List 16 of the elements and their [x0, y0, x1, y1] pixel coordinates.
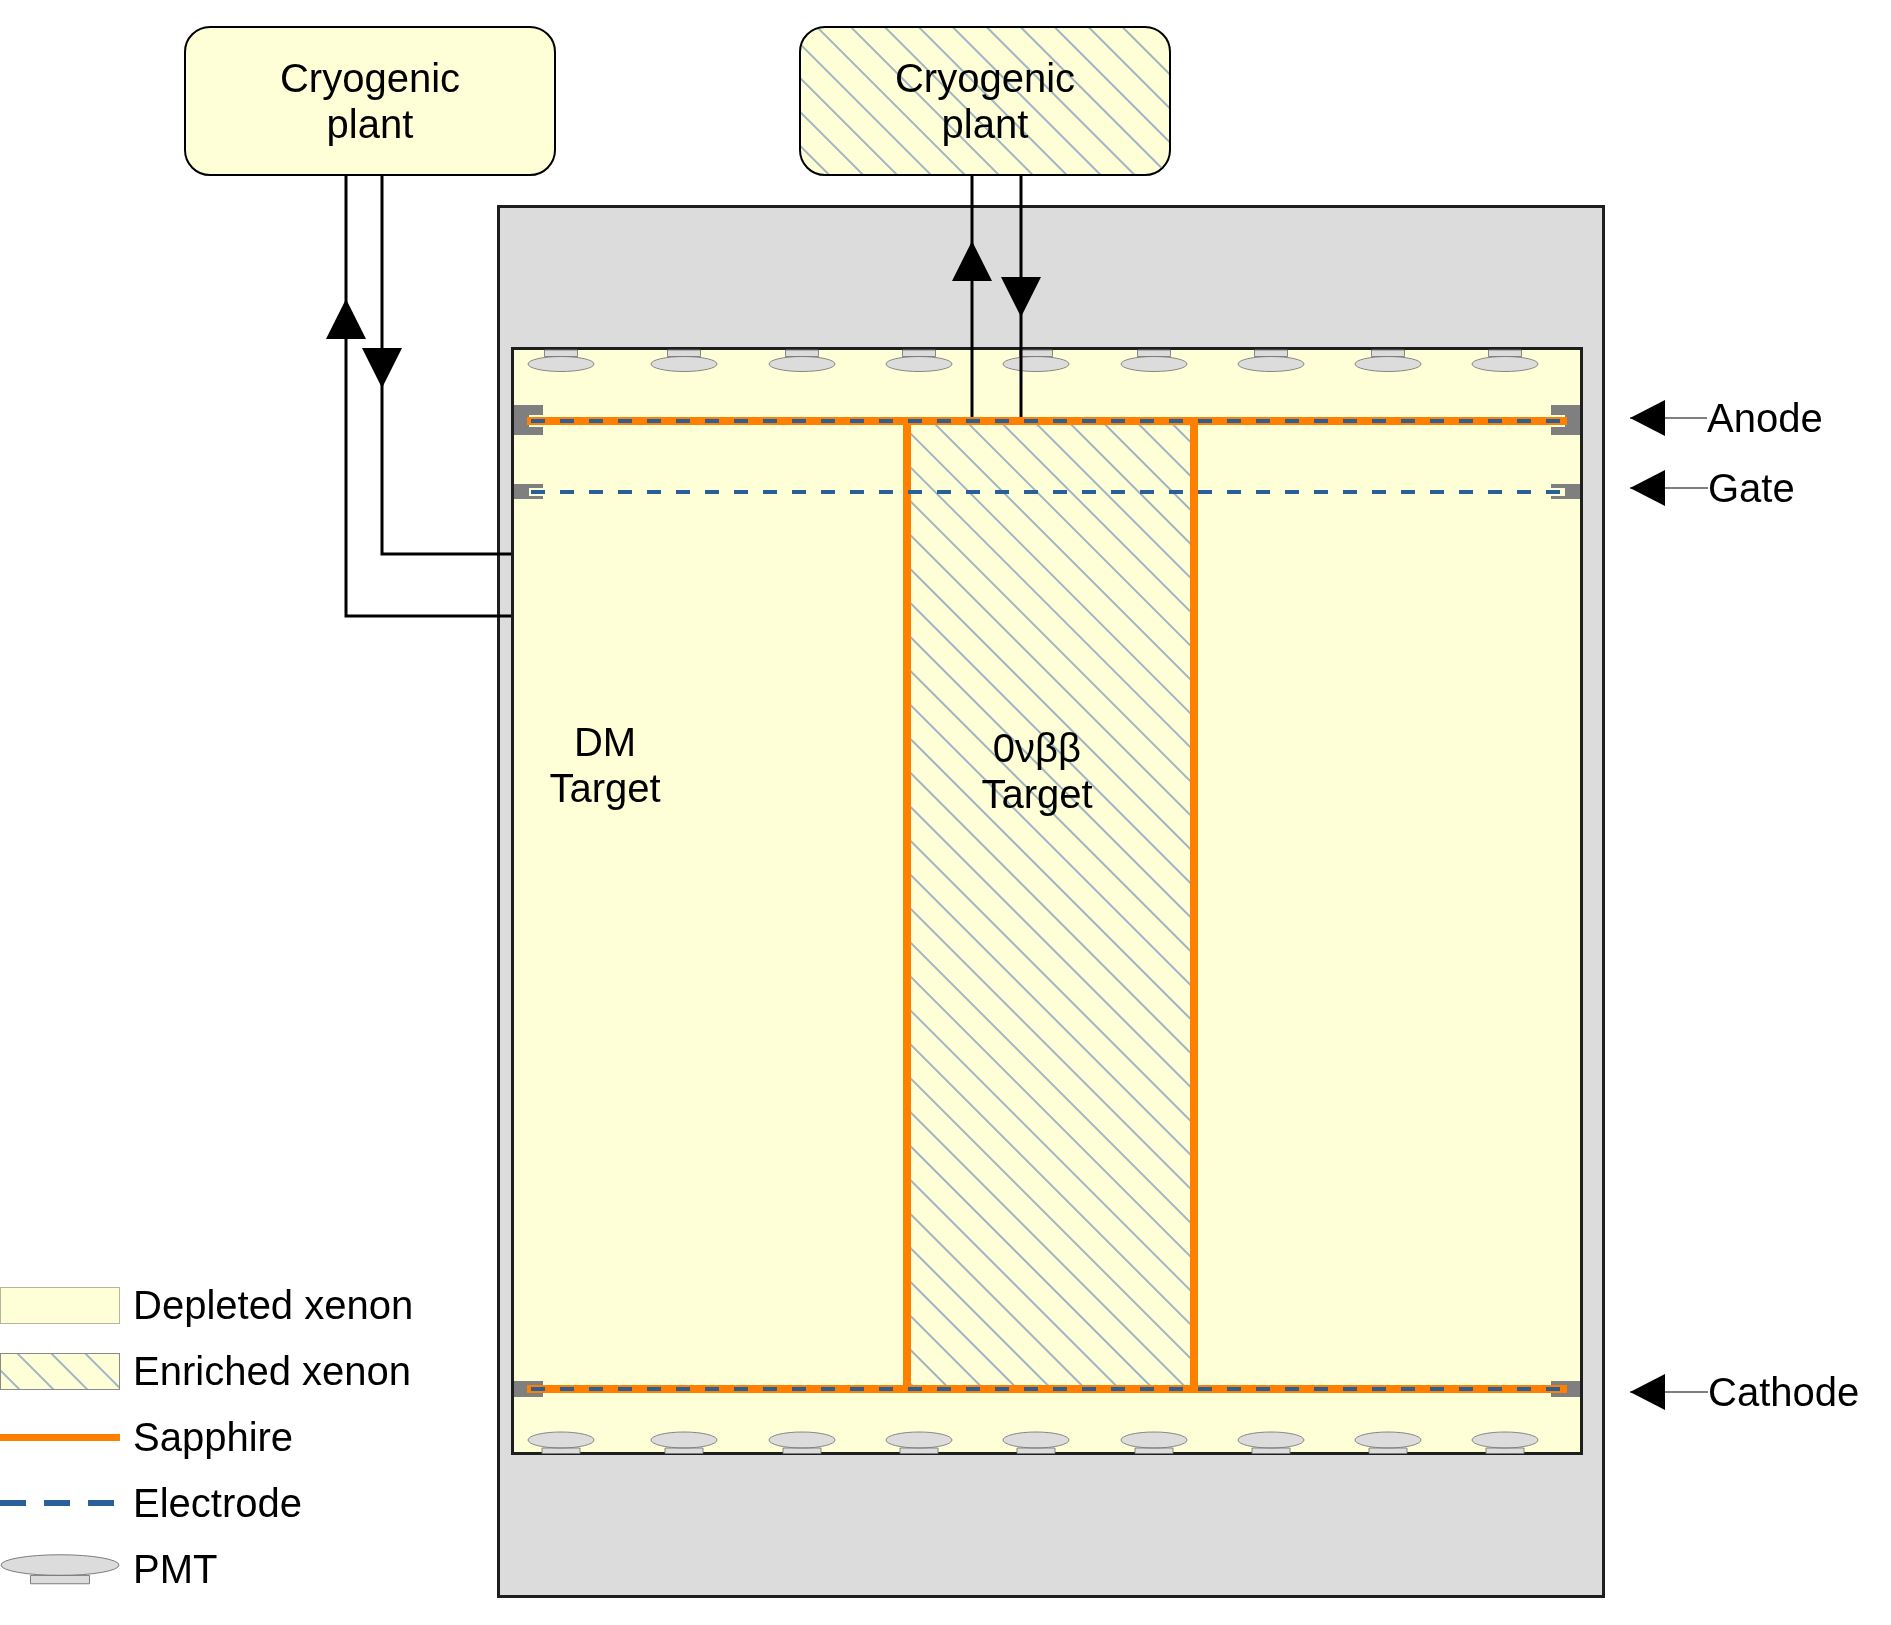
electrode-label: Anode — [1707, 395, 1823, 441]
legend-text: Sapphire — [133, 1414, 294, 1460]
cryostat-vessel — [497, 205, 1605, 1598]
label-text: Cryogenic plant — [894, 55, 1076, 147]
label-text: 0νββ Target — [981, 725, 1093, 817]
legend-text: PMT — [133, 1546, 218, 1592]
electrode-label: Gate — [1708, 465, 1795, 511]
legend-text: Enriched xenon — [133, 1348, 411, 1394]
hatched-plant-box — [799, 26, 1171, 176]
legend-text: Depleted xenon — [133, 1282, 414, 1328]
electrode-label: Cathode — [1708, 1369, 1860, 1415]
plant-box — [184, 26, 556, 176]
label-text: DM Target — [549, 719, 661, 811]
legend-text: Electrode — [133, 1480, 302, 1526]
label-text: Cryogenic plant — [279, 55, 461, 147]
detector-chamber — [511, 347, 1583, 1455]
